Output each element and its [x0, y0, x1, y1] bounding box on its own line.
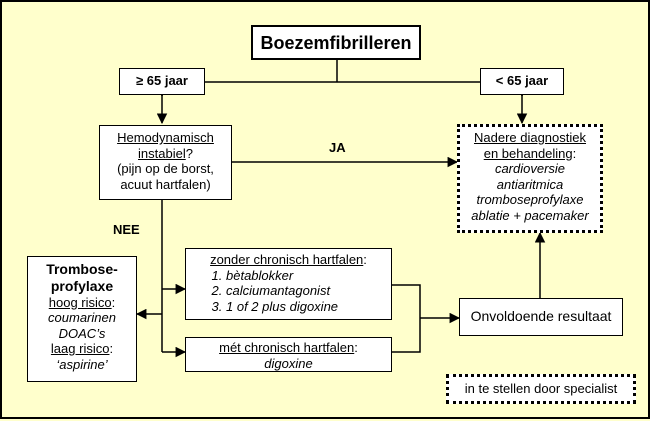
nadere-title-line2: en behandeling	[483, 145, 573, 161]
met-item: digoxine	[264, 355, 313, 371]
nee-label: NEE	[113, 222, 140, 237]
zonder-title: zonder chronisch hartfalen	[210, 252, 364, 267]
met-title: mét chronisch hartfalen	[219, 340, 355, 355]
trombo-hoog-item: DOAC’s	[58, 325, 106, 341]
hemo-title-line2: instabiel	[138, 145, 186, 161]
ja-label: JA	[329, 140, 346, 155]
age-low-label: < 65 jaar	[495, 73, 549, 88]
zonder-colon: :	[363, 252, 367, 267]
onvoldoende-text: Onvoldoende resultaat	[470, 308, 612, 324]
trombo-title-line2: profylaxe	[50, 277, 114, 294]
zonder-box: zonder chronisch hartfalen: bètablokker …	[185, 248, 392, 320]
trombo-laag-item: ‘aspirine’	[56, 356, 108, 372]
onvoldoende-box: Onvoldoende resultaat	[459, 298, 623, 336]
title-text: Boezemfibrilleren	[260, 33, 412, 53]
age-high-box: ≥ 65 jaar	[119, 68, 205, 95]
trombo-hoog-item: coumarinen	[48, 310, 116, 326]
zonder-item: calciumantagonist	[226, 283, 391, 299]
nadere-item: antiaritmica	[496, 176, 564, 192]
nadere-item: cardioversie	[494, 161, 566, 177]
met-colon: :	[354, 340, 358, 355]
hemo-box: Hemodynamisch instabiel? (pijn op de bor…	[99, 125, 232, 200]
trombo-title-line1: Trombose-	[46, 261, 118, 277]
zonder-item: bètablokker	[226, 268, 391, 284]
trombo-laag-colon: :	[109, 341, 114, 357]
legend-box: in te stellen door specialist	[446, 374, 636, 404]
nadere-box: Nadere diagnostiek en behandeling: cardi…	[457, 124, 603, 233]
nadere-item: tromboseprofylaxe	[476, 192, 584, 208]
hemo-sub-line1: (pijn op de borst,	[117, 161, 214, 177]
trombo-hoog-label: hoog risico	[48, 294, 112, 310]
trombo-laag-label: laag risico	[50, 341, 110, 357]
hemo-qmark: ?	[185, 145, 193, 161]
trombo-box: Trombose- profylaxe hoog risico: coumari…	[27, 256, 137, 382]
zonder-item: 1 of 2 plus digoxine	[226, 299, 391, 315]
connector-zonder-merge	[392, 284, 421, 353]
hemo-sub-line2: acuut hartfalen)	[120, 176, 211, 192]
legend-text: in te stellen door specialist	[464, 381, 618, 396]
nadere-title-line1: Nadere diagnostiek	[473, 130, 587, 145]
nadere-colon: :	[572, 145, 577, 161]
age-low-box: < 65 jaar	[480, 68, 564, 95]
age-high-label: ≥ 65 jaar	[136, 73, 188, 88]
hemo-title-line1: Hemodynamisch	[117, 130, 214, 145]
zonder-list: bètablokker calciumantagonist 1 of 2 plu…	[186, 268, 391, 315]
nadere-item: ablatie + pacemaker	[471, 207, 589, 223]
title-box: Boezemfibrilleren	[251, 25, 421, 60]
met-box: mét chronisch hartfalen: digoxine	[185, 337, 392, 372]
trombo-hoog-colon: :	[111, 294, 116, 310]
